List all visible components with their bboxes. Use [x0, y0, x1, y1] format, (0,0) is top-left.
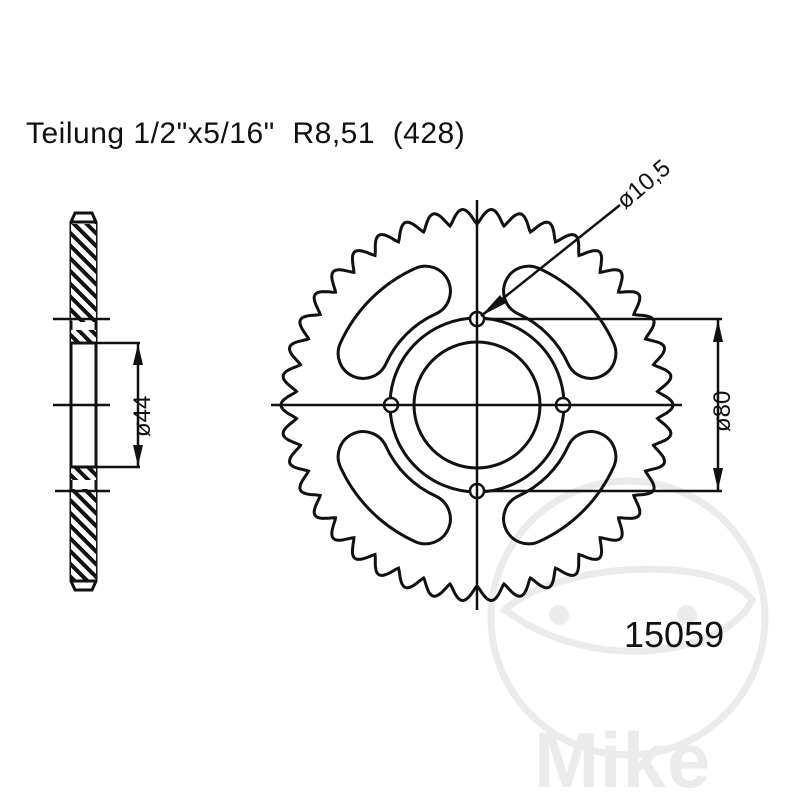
- hub-diameter-label: ø44: [129, 396, 156, 437]
- watermark-logo: [487, 477, 769, 759]
- bolt-hole-diameter-label: ø10,5: [612, 154, 676, 214]
- bolt-hole-leader: [480, 204, 621, 317]
- centerlines: [271, 200, 682, 610]
- pitch-specification: Teilung 1/2"x5/16" R8,51 (428): [26, 117, 466, 150]
- bolt-circle-diameter-label: ø80: [709, 391, 736, 432]
- part-number: 15059: [624, 614, 725, 655]
- watermark-text: Mike: [534, 716, 712, 804]
- lightening-slots: [336, 264, 618, 546]
- side-view: [53, 211, 143, 592]
- bolt-circle-dimension: [484, 317, 723, 493]
